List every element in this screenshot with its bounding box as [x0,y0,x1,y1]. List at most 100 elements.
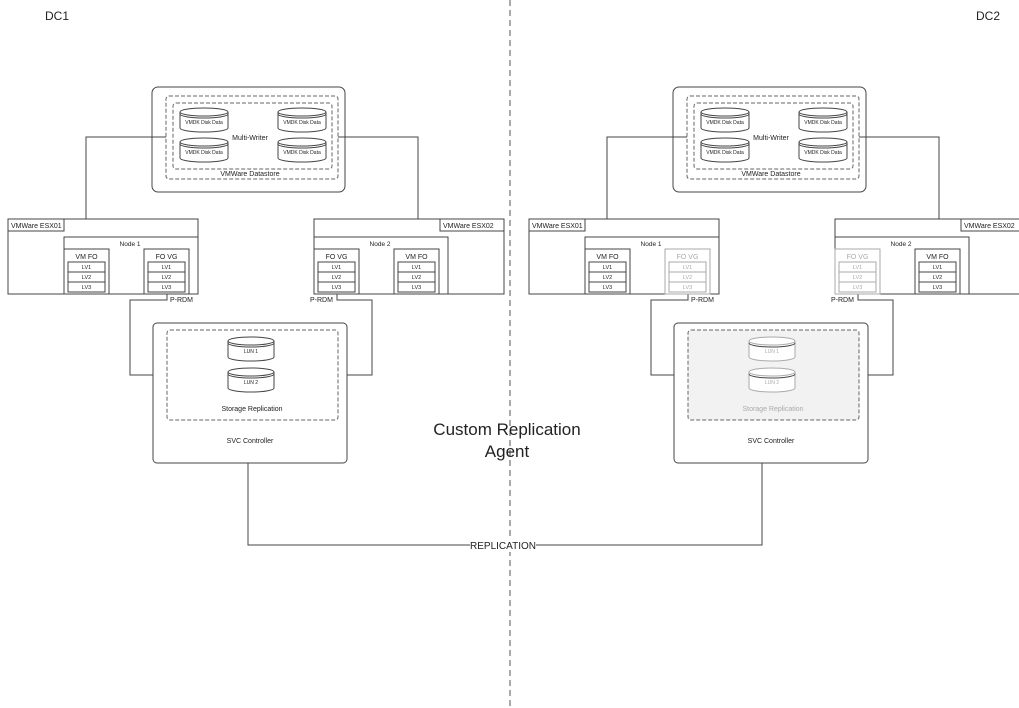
esx-title: VMWare ESX01 [532,223,583,230]
lv-label: LV1 [162,265,171,271]
disk-label: VMDK Disk Data [185,150,223,156]
datastore-title: VMWare Datastore [220,171,279,178]
box-title: VM FO [75,254,98,261]
esx01-host: VMWare ESX01 Node 1 VM FO LV1 LV2 LV3 FO… [528,218,720,304]
lv-label: LV2 [412,275,421,281]
lv-label: LV3 [603,285,612,291]
datastore-link-esx1 [85,136,166,249]
lv-label: LV2 [82,275,91,281]
vmdk-disk: VMDK Disk Data [798,137,848,163]
disk-label: VMDK Disk Data [706,120,744,126]
datastore-link-esx1 [606,136,687,249]
dc1-side: Multi-Writer VMWare Datastore VMDK Disk … [7,86,505,464]
dc1-label: DC1 [45,9,69,23]
lv-label: LV2 [853,275,862,281]
lv-label: LV3 [82,285,91,291]
box-title: VM FO [926,254,949,261]
esx02-host: VMWare ESX02 Node 2 FO VG LV1 LV2 LV3 VM… [310,218,505,304]
prdm-label: P-RDM [831,297,854,304]
lun-disk: LUN 1 [748,336,796,362]
lv-row [397,281,436,293]
lv-label: LV1 [332,265,341,271]
box-title: FO VG [326,254,348,261]
multi-writer-label: Multi-Writer [753,135,789,142]
vmware-datastore: Multi-Writer VMWare Datastore VMDK Disk … [672,86,867,193]
lv-label: LV3 [853,285,862,291]
multi-writer-label: Multi-Writer [232,135,268,142]
box-title: VM FO [405,254,428,261]
lv-label: LV1 [933,265,942,271]
lv-label: LV1 [82,265,91,271]
vmware-datastore: Multi-Writer VMWare Datastore VMDK Disk … [151,86,346,193]
prdm-label: P-RDM [691,297,714,304]
prdm-link-esx2 [857,294,894,376]
lv-label: LV3 [162,285,171,291]
vmdk-disk: VMDK Disk Data [700,107,750,133]
replication-link [247,463,763,546]
esx-title: VMWare ESX02 [964,223,1015,230]
dc2-side: Multi-Writer VMWare Datastore VMDK Disk … [528,86,1019,464]
disk-label: LUN 1 [765,349,779,355]
esx02-host: VMWare ESX02 Node 2 FO VG LV1 LV2 LV3 VM… [831,218,1019,304]
esx-title: VMWare ESX02 [443,223,494,230]
node-label: Node 1 [641,241,662,248]
node-label: Node 2 [370,241,391,248]
center-label-line1: Custom Replication [433,420,580,439]
lv-label: LV3 [683,285,692,291]
lv-row [588,281,627,293]
node-label: Node 2 [891,241,912,248]
fo-vg-box: FO VG LV1 LV2 LV3 [143,248,190,295]
lv-label: LV2 [603,275,612,281]
disk-label: VMDK Disk Data [804,120,842,126]
disk-label: VMDK Disk Data [283,120,321,126]
lv-label: LV1 [603,265,612,271]
lun-disk: LUN 2 [748,367,796,393]
lv-label: LV2 [933,275,942,281]
svc-controller-label: SVC Controller [227,438,274,445]
vmdk-disk: VMDK Disk Data [179,107,229,133]
storage-replication-label: Storage Replication [221,406,282,413]
storage-replication-label: Storage Replication [742,406,803,413]
prdm-label: P-RDM [310,297,333,304]
lv-row [918,281,957,293]
vm-fo-box: VM FO LV1 LV2 LV3 [63,248,110,295]
lun-disk: LUN 2 [227,367,275,393]
box-title: FO VG [156,254,178,261]
datastore-title: VMWare Datastore [741,171,800,178]
box-title: FO VG [847,254,869,261]
lv-row [147,281,186,293]
lv-label: LV2 [332,275,341,281]
dc2-label: DC2 [976,9,1000,23]
node-label: Node 1 [120,241,141,248]
vm-fo-box: VM FO LV1 LV2 LV3 [584,248,631,295]
lv-label: LV1 [412,265,421,271]
center-label-line2: Agent [485,442,530,461]
lun-disk: LUN 1 [227,336,275,362]
disk-label: LUN 2 [244,380,258,386]
svc-controller: LUN 1 LUN 2 Storage Replication SVC Cont… [673,322,869,464]
box-title: FO VG [677,254,699,261]
disk-label: LUN 1 [244,349,258,355]
replication-label: REPLICATION [470,541,536,552]
lv-label: LV1 [683,265,692,271]
lv-label: LV3 [332,285,341,291]
lv-label: LV3 [412,285,421,291]
disk-label: VMDK Disk Data [804,150,842,156]
esx-title: VMWare ESX01 [11,223,62,230]
lv-label: LV2 [683,275,692,281]
prdm-link-esx2 [336,294,373,376]
vmdk-disk: VMDK Disk Data [700,137,750,163]
lv-row [317,281,356,293]
lv-label: LV2 [162,275,171,281]
prdm-link-esx1 [650,294,689,376]
lv-row [838,281,877,293]
svc-controller-label: SVC Controller [748,438,795,445]
disk-label: VMDK Disk Data [706,150,744,156]
disk-label: VMDK Disk Data [283,150,321,156]
lv-row [67,281,106,293]
lv-label: LV3 [933,285,942,291]
fo-vg-box: FO VG LV1 LV2 LV3 [834,248,881,295]
prdm-label: P-RDM [170,297,193,304]
vm-fo-box: VM FO LV1 LV2 LV3 [393,248,440,295]
